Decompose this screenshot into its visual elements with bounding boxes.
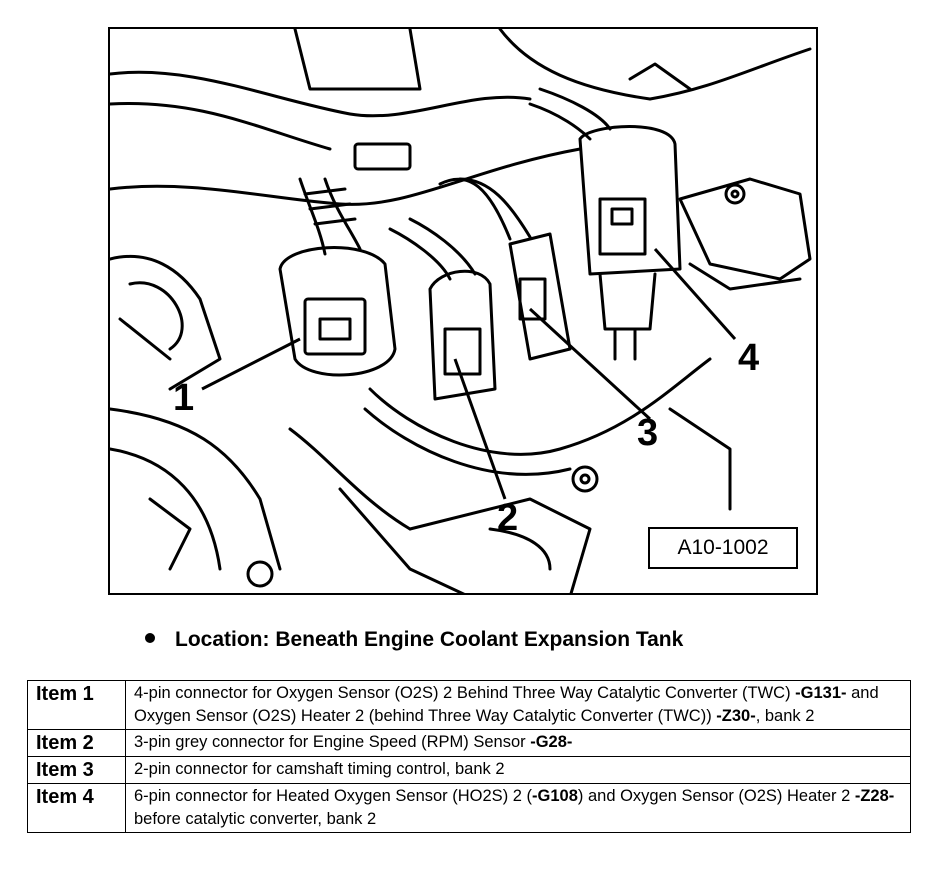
description-text: and Oxygen Sensor (O2S) Heater 2 (behind… (134, 684, 879, 725)
description-text: 3-pin grey connector for Engine Speed (R… (134, 733, 531, 751)
engine-illustration: 1 2 3 4 A10-1002 (108, 27, 818, 595)
component-code: -Z28- (854, 787, 895, 805)
description-text: before catalytic converter, bank 2 (134, 810, 377, 828)
description-text: 6-pin connector for Heated Oxygen Sensor… (134, 787, 533, 805)
callout-3: 3 (637, 412, 659, 454)
item-description: 6-pin connector for Heated Oxygen Sensor… (125, 783, 911, 833)
table-row: Item 3 2-pin connector for camshaft timin… (27, 756, 911, 784)
bullet-icon (145, 633, 155, 644)
engine-line-drawing (110, 29, 812, 593)
component-code: -G108 (532, 787, 578, 805)
table-row: Item 1 4-pin connector for Oxygen Sensor … (27, 680, 911, 730)
description-text: 4-pin connector for Oxygen Sensor (O2S) … (134, 684, 796, 702)
description-text: ) and Oxygen Sensor (O2S) Heater 2 (577, 787, 855, 805)
component-code: -G28- (530, 733, 573, 751)
item-label: Item 3 (27, 756, 126, 784)
callout-2: 2 (497, 497, 519, 539)
table-row: Item 4 6-pin connector for Heated Oxygen … (27, 783, 911, 833)
location-text: Location: Beneath Engine Coolant Expansi… (175, 628, 684, 651)
item-label: Item 1 (27, 680, 126, 730)
callout-1: 1 (173, 377, 195, 419)
item-table: Item 1 4-pin connector for Oxygen Sensor … (27, 680, 911, 833)
component-code: -Z30- (716, 707, 756, 725)
location-line: Location: Beneath Engine Coolant Expansi… (145, 625, 683, 655)
description-text: , bank 2 (755, 707, 815, 725)
item-description: 2-pin connector for camshaft timing cont… (125, 756, 911, 784)
figure-reference: A10-1002 (648, 527, 798, 569)
item-label: Item 4 (27, 783, 126, 833)
callout-4: 4 (738, 337, 760, 379)
table-row: Item 2 3-pin grey connector for Engine Sp… (27, 729, 911, 757)
component-code: -G131- (795, 684, 847, 702)
item-description: 3-pin grey connector for Engine Speed (R… (125, 729, 911, 757)
item-label: Item 2 (27, 729, 126, 757)
item-description: 4-pin connector for Oxygen Sensor (O2S) … (125, 680, 911, 730)
description-text: 2-pin connector for camshaft timing cont… (134, 760, 505, 778)
